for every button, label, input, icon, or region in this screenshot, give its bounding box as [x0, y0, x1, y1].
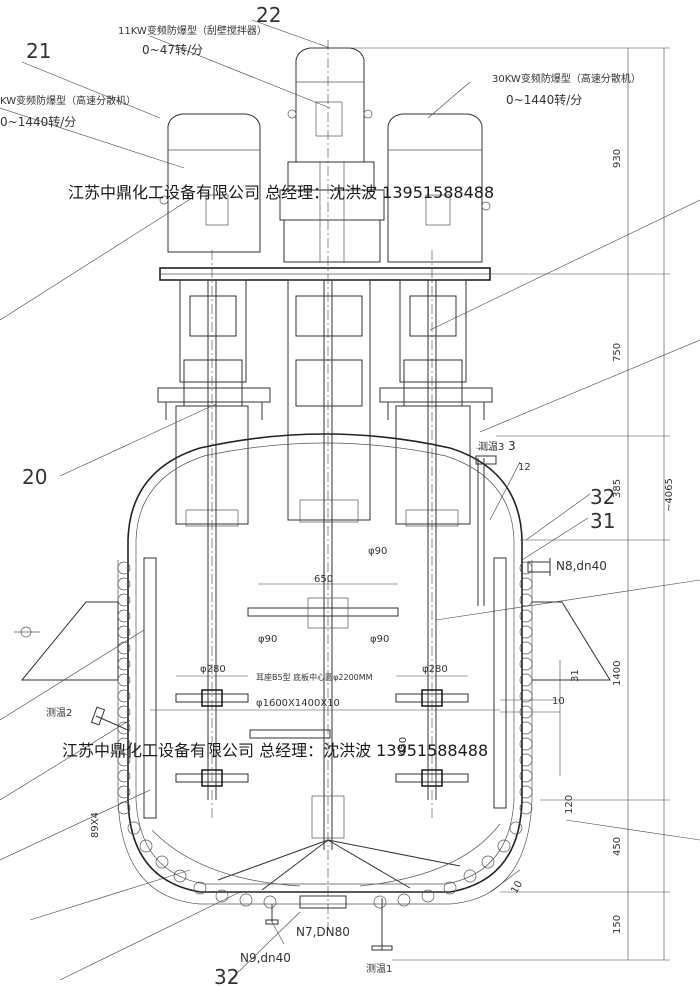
right-drive-column	[395, 279, 471, 527]
flange-note: 耳座B5型 底板中心圆φ2200MM	[256, 672, 373, 682]
coil-pitch: 89X4	[90, 812, 101, 838]
callout-3: 3	[508, 439, 516, 453]
nozzle-n9-label: N9,dn40	[240, 951, 291, 965]
watermark-middle: 江苏中鼎化工设备有限公司 总经理：沈洪波 13951588488	[62, 741, 488, 760]
dim-10-bottom: 10	[509, 879, 525, 896]
dim-930: 930	[612, 149, 623, 168]
dim-total: ~4065	[664, 478, 675, 512]
shaft-diameter-right: φ90	[370, 634, 389, 645]
left-motor-speed: 0~1440转/分	[0, 114, 76, 129]
callout-31: 31	[590, 509, 615, 533]
scraper-width: 650	[314, 574, 333, 585]
nozzle-n8-label: N8,dn40	[556, 559, 607, 573]
shaft-diameter-left: φ90	[258, 634, 277, 645]
dimension-chain	[330, 47, 670, 961]
right-motor-power: 30KW变频防爆型（高速分散机）	[492, 72, 641, 85]
temp-probe-1-label: 测温1	[366, 962, 392, 975]
dim-1400: 1400	[612, 661, 623, 686]
shaft-diameter-top: φ90	[368, 546, 387, 557]
jacket-coil	[117, 561, 533, 909]
watermark-top: 江苏中鼎化工设备有限公司 总经理：沈洪波 13951588488	[68, 183, 494, 202]
coil-spec: φ1600X1400X10	[256, 698, 340, 709]
center-motor	[279, 47, 385, 263]
nozzles	[90, 455, 551, 951]
support-lugs	[14, 601, 611, 681]
left-baffle	[143, 557, 157, 819]
center-motor-power: 11KW变频防爆型（刮壁搅拌器）	[118, 24, 267, 37]
callout-21: 21	[26, 39, 51, 63]
disc-diameter-left: φ280	[200, 664, 226, 675]
dim-450: 450	[612, 837, 623, 856]
temp-probe-3-label: 测温3	[478, 440, 504, 453]
leader-lines	[0, 19, 700, 981]
callout-20: 20	[22, 465, 47, 489]
right-motor-speed: 0~1440转/分	[506, 92, 582, 107]
center-motor-speed: 0~47转/分	[142, 42, 203, 57]
dim-385: 385	[612, 479, 623, 498]
dim-10-right: 10	[552, 696, 565, 707]
left-motor-power: KW变频防爆型（高速分散机）	[0, 94, 136, 107]
dispersion-discs	[175, 689, 469, 787]
dim-120: 120	[564, 795, 575, 814]
temp-probe-2-label: 测温2	[46, 706, 72, 719]
callout-32-right: 32	[590, 485, 615, 509]
right-baffle	[493, 557, 507, 809]
dim-750: 750	[612, 343, 623, 362]
disc-diameter-right: φ280	[422, 664, 448, 675]
shafts	[207, 40, 437, 930]
disc-spacing: 450	[398, 737, 409, 756]
left-motor	[159, 113, 261, 253]
callout-22: 22	[256, 3, 281, 27]
nozzle-n7-label: N7,DN80	[296, 925, 350, 939]
dim-31: 31	[570, 669, 581, 682]
dim-150: 150	[612, 915, 623, 934]
callout-12: 12	[518, 462, 531, 473]
scraper-agitator	[151, 597, 501, 891]
callout-32-bottom: 32	[214, 965, 239, 986]
center-drive-column	[287, 279, 371, 523]
right-motor	[387, 113, 491, 263]
